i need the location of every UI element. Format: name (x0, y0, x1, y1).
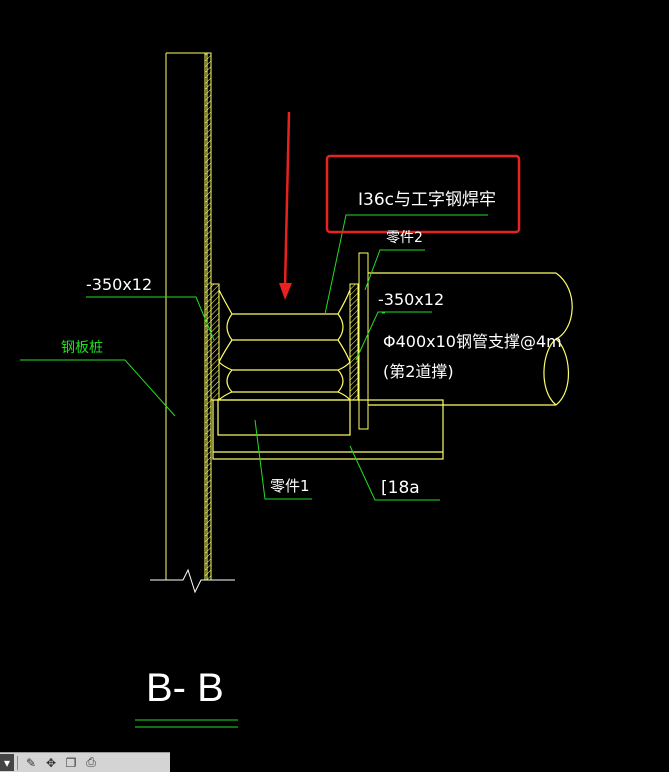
channel-18a (212, 399, 444, 460)
red-arrow (279, 111, 292, 300)
move-icon[interactable]: ✥ (45, 755, 57, 770)
part2-plate (358, 252, 369, 430)
label-sheet-pile: 钢板桩 (61, 340, 103, 356)
section-title: B- B (146, 666, 224, 710)
dropdown-arrow-icon[interactable]: ▾ (0, 754, 14, 771)
break-line (150, 568, 235, 594)
right-plate (349, 283, 359, 401)
label-support-level: (第2道撑) (383, 362, 454, 381)
print-icon[interactable]: ⎙ (86, 755, 96, 769)
cad-toolbar: ▾ ✎ ✥ ❐ ⎙ (0, 752, 170, 772)
left-plate (210, 283, 220, 401)
label-plate-left: -350x12 (86, 275, 153, 294)
label-part1: 零件1 (270, 477, 310, 495)
label-part2: 零件2 (386, 230, 423, 246)
i-beam-lower (218, 361, 351, 401)
label-i36c-weld: I36c与工字钢焊牢 (358, 190, 496, 210)
leader-lines (20, 214, 488, 728)
label-channel-18a: [18a (381, 478, 420, 498)
highlight-box (325, 154, 521, 234)
steel-pipe-strut (368, 272, 573, 406)
copy-icon[interactable]: ❐ (65, 755, 77, 770)
label-plate-right: -350x12 (378, 290, 445, 309)
i-beam-upper (218, 289, 351, 363)
toolbar-separator (17, 755, 18, 770)
label-pipe-support: Φ400x10钢管支撑@4m (383, 332, 562, 351)
part1-block (217, 399, 351, 436)
edit-pen-icon[interactable]: ✎ (25, 755, 37, 770)
